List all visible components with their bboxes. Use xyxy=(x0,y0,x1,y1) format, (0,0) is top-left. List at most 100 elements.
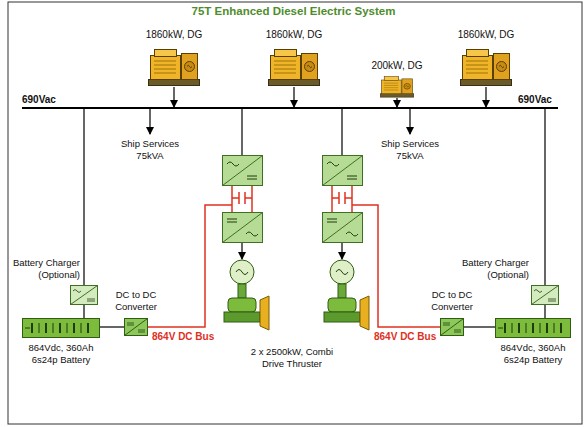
battery-charger-shape xyxy=(531,285,559,305)
generator-shape-part-part xyxy=(497,62,507,72)
generator-shape-part-part xyxy=(466,61,488,73)
dc-bus-label-wrap: 864V DC Bus xyxy=(152,331,222,343)
connector xyxy=(83,305,84,318)
node-label: 1860kW, DG xyxy=(124,29,224,41)
battery-shape xyxy=(495,318,571,338)
generator-shape-part-part xyxy=(187,65,192,68)
dc-dc-converter-shape-part-part xyxy=(443,323,461,332)
node-label: 864Vdc, 360Ah 6s24p Battery xyxy=(21,342,101,366)
ac-bus-part xyxy=(22,107,558,109)
battery-charger-shape-part-part xyxy=(71,286,98,305)
node-label-wrap: Battery Charger (Optional) xyxy=(10,257,80,281)
charger-feeds-part xyxy=(544,109,545,285)
dc-dc-converter-shape-part-part xyxy=(441,319,464,336)
drive-right-part xyxy=(323,213,363,243)
battery-shape-part-part xyxy=(560,323,562,333)
battery-charger-shape-part-part xyxy=(534,290,542,293)
node-label: Battery Charger (Optional) xyxy=(459,257,529,281)
node-label: Battery Charger (Optional) xyxy=(10,257,80,281)
ship-service-feeds-part xyxy=(409,109,410,134)
battery-charger-shape-part xyxy=(70,285,98,305)
generator-shape-part-part xyxy=(275,50,297,57)
generator-feeds-part xyxy=(485,87,486,107)
dc-link-right-part xyxy=(332,197,339,199)
generator-shape-part-part xyxy=(382,80,402,94)
battery-shape-part-part xyxy=(81,323,82,333)
thruster-left-part xyxy=(241,243,242,259)
drive-right-part xyxy=(327,162,339,166)
connector xyxy=(544,305,545,318)
drive-left-part xyxy=(227,162,239,166)
generator: 1860kW, DG xyxy=(244,29,344,87)
ship-service-feeds-part xyxy=(149,109,150,134)
dc-link-left-part xyxy=(238,192,240,204)
diagram-title: 75T Enhanced Diesel Electric System xyxy=(0,4,587,18)
generator-shape-part-part xyxy=(271,56,301,80)
node-label: 1860kW, DG xyxy=(436,29,536,41)
dc-link-left-part xyxy=(148,205,232,327)
bus-voltage-wrap: 690Vac xyxy=(518,94,568,106)
drive-right-part xyxy=(323,213,363,243)
battery-shape-part-part xyxy=(512,323,513,333)
battery-shape-part-part xyxy=(87,323,89,333)
battery-shape-part-part xyxy=(496,319,571,338)
generator-shape-part xyxy=(460,45,512,87)
battery-shape-part-part xyxy=(554,323,555,333)
drive-feeds xyxy=(242,109,342,155)
node-label: 864Vdc, 360Ah 6s24p Battery xyxy=(493,342,573,366)
battery-shape-part xyxy=(495,318,571,338)
battery-charger: Battery Charger (Optional) xyxy=(459,257,559,305)
dc-bus-label-wrap: 864V DC Bus xyxy=(374,331,444,343)
generator-shape-part-part xyxy=(499,65,504,68)
bus-voltage: 690Vac xyxy=(518,94,568,106)
generator-feeds-part xyxy=(293,87,294,107)
battery: 864Vdc, 360Ah 6s24p Battery xyxy=(21,318,101,366)
generator-shape-part-part xyxy=(461,80,512,86)
thruster-right-part xyxy=(328,298,356,312)
generator-shape-part-part xyxy=(384,83,398,90)
battery-charger-shape-part-part xyxy=(71,286,98,305)
thruster-left-part xyxy=(228,298,256,312)
drive-left xyxy=(223,156,263,243)
connector xyxy=(464,326,495,327)
dc-bus-label: 864V DC Bus xyxy=(152,331,222,343)
battery-shape xyxy=(22,318,100,338)
dc-link-right-part xyxy=(331,186,333,212)
node-label-wrap: 200kW, DG xyxy=(347,60,447,72)
node-label-wrap: 1860kW, DG xyxy=(244,29,344,41)
battery-shape-part xyxy=(22,318,100,338)
generator-shape-part-part xyxy=(149,80,200,86)
generator-shape-part-part xyxy=(151,56,181,80)
thruster-left-part xyxy=(236,270,248,275)
dc-dc-converter: DC to DC Converter xyxy=(417,289,487,336)
battery-shape-part-part xyxy=(498,328,503,329)
generator-shape xyxy=(268,45,320,87)
generator-shape-part-part xyxy=(380,94,413,97)
thruster-label-wrap: 2 x 2500kW, Combi Drive Thruster xyxy=(239,346,345,370)
drive-left-part xyxy=(223,156,263,186)
thruster-right-part xyxy=(338,284,346,298)
generator-shape-part-part xyxy=(307,65,312,68)
dc-dc-converter-shape-part-part xyxy=(125,319,148,336)
thruster-right-part xyxy=(330,260,354,284)
generator-shape-part-part xyxy=(463,56,493,80)
bus-voltage: 690Vac xyxy=(22,94,72,106)
dc-bus-label: 864V DC Bus xyxy=(374,331,444,343)
drive-right-part xyxy=(347,176,357,179)
dc-dc-converter-shape-part xyxy=(440,318,464,336)
dc-link-left-part xyxy=(251,186,253,212)
battery-shape-part-part xyxy=(67,323,68,333)
battery-shape-part-part xyxy=(540,323,541,333)
dc-link-left-part xyxy=(245,197,252,199)
thruster-right-part xyxy=(360,296,369,330)
diagram-title-wrap: 75T Enhanced Diesel Electric System xyxy=(0,4,587,18)
thruster-right-part xyxy=(324,312,360,322)
generator: 1860kW, DG xyxy=(436,29,536,87)
ac-bus xyxy=(22,108,558,109)
battery-charger-shape-part-part xyxy=(532,286,559,305)
generator-shape-part-part xyxy=(182,54,198,80)
ship-service-feeds xyxy=(150,109,410,134)
generator-shape-part-part xyxy=(305,62,315,72)
battery-charger-shape-part-part xyxy=(87,299,95,301)
generator-shape-part-part xyxy=(154,61,176,73)
